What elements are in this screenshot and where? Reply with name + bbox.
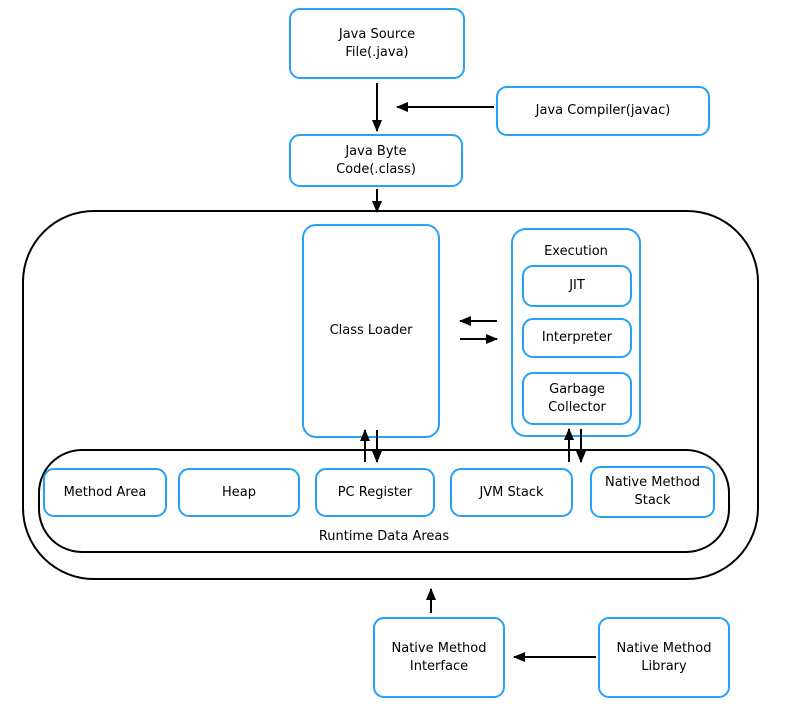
java-source-file-label: Java Source File(.java) <box>338 26 416 60</box>
java-source-file-box: Java Source File(.java) <box>289 8 465 79</box>
method-area-label: Method Area <box>63 484 147 500</box>
class-loader-label: Class Loader <box>329 323 413 339</box>
java-compiler-box: Java Compiler(javac) <box>496 86 710 136</box>
native-method-library-box: Native Method Library <box>598 617 730 698</box>
native-method-interface-label: Native Method Interface <box>391 640 487 674</box>
native-method-stack-box: Native Method Stack <box>590 466 715 518</box>
interpreter-box: Interpreter <box>522 318 632 358</box>
pc-register-label: PC Register <box>337 484 413 500</box>
heap-box: Heap <box>178 468 300 517</box>
method-area-box: Method Area <box>43 468 167 517</box>
garbage-collector-box: Garbage Collector <box>522 372 632 425</box>
native-method-library-label: Native Method Library <box>616 640 712 674</box>
jvm-container <box>22 210 759 580</box>
pc-register-box: PC Register <box>315 468 435 517</box>
jvm-stack-box: JVM Stack <box>450 468 573 517</box>
jvm-stack-label: JVM Stack <box>479 484 544 500</box>
execution-engine-label: Execution <box>544 244 608 259</box>
heap-label: Heap <box>222 484 256 500</box>
class-loader-box: Class Loader <box>302 224 440 438</box>
garbage-collector-label: Garbage Collector <box>548 381 606 415</box>
runtime-data-areas-container: Method Area Heap PC Register JVM Stack N… <box>38 449 730 553</box>
java-compiler-label: Java Compiler(javac) <box>535 103 671 119</box>
interpreter-label: Interpreter <box>541 330 613 346</box>
runtime-data-areas-label: Runtime Data Areas <box>318 529 450 544</box>
jit-box: JIT <box>522 265 632 307</box>
java-byte-code-box: Java Byte Code(.class) <box>289 134 463 187</box>
jit-label: JIT <box>569 278 585 294</box>
native-method-interface-box: Native Method Interface <box>373 617 505 698</box>
native-method-stack-label: Native Method Stack <box>605 475 700 508</box>
execution-engine-container: Execution JIT Interpreter Garbage Collec… <box>511 228 641 437</box>
java-byte-code-label: Java Byte Code(.class) <box>336 143 416 177</box>
